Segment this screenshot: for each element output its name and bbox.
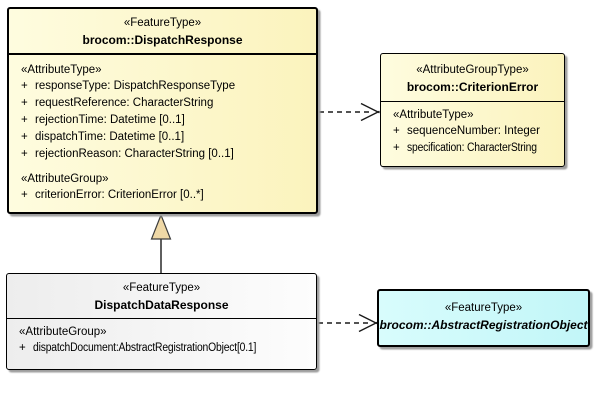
- section-heading: «AttributeType»: [393, 109, 474, 121]
- class-name: DispatchDataResponse: [94, 298, 229, 312]
- section-heading: «AttributeGroup»: [21, 173, 109, 185]
- class-header: «FeatureType» brocom::AbstractRegistrati…: [379, 291, 588, 334]
- attribute-text: sequenceNumber: Integer: [407, 125, 540, 137]
- class-header: «AttributeGroupType» brocom::CriterionEr…: [381, 54, 564, 102]
- stereotype-label: «FeatureType»: [123, 17, 202, 29]
- visibility-marker: +: [21, 114, 28, 126]
- attribute-text: dispatchTime: Datetime [0..1]: [35, 131, 185, 143]
- attribute-row: + criterionError: CriterionError [0..*]: [15, 187, 310, 204]
- attribute-text: dispatchDocument:AbstractRegistrationObj…: [33, 342, 257, 354]
- attribute-text: responseType: DispatchResponseType: [35, 80, 236, 92]
- class-abstract-registration-object[interactable]: «FeatureType» brocom::AbstractRegistrati…: [377, 289, 590, 347]
- class-name: brocom::CriterionError: [406, 80, 539, 94]
- visibility-marker: +: [21, 148, 28, 160]
- attributes-compartment: «AttributeGroup» + dispatchDocument:Abst…: [7, 319, 316, 357]
- attribute-row: + dispatchTime: Datetime [0..1]: [15, 129, 310, 146]
- attribute-row: + dispatchDocument:AbstractRegistrationO…: [13, 340, 310, 357]
- visibility-marker: +: [21, 97, 28, 109]
- class-name: brocom::AbstractRegistrationObject: [379, 318, 588, 332]
- section-heading: «AttributeType»: [21, 64, 102, 76]
- attribute-row: + requestReference: CharacterString: [15, 95, 310, 112]
- class-dispatch-response[interactable]: «FeatureType» brocom::DispatchResponse «…: [7, 7, 318, 214]
- visibility-marker: +: [19, 342, 26, 354]
- attribute-row: + responseType: DispatchResponseType: [15, 78, 310, 95]
- attribute-text: specification: CharacterString: [407, 142, 537, 154]
- class-criterion-error[interactable]: «AttributeGroupType» brocom::CriterionEr…: [380, 53, 565, 167]
- stereotype-label: «FeatureType»: [122, 282, 201, 294]
- visibility-marker: +: [21, 131, 28, 143]
- section-heading: «AttributeGroup»: [19, 326, 107, 338]
- class-header: «FeatureType» brocom::DispatchResponse: [9, 9, 316, 55]
- stereotype-label: «AttributeGroupType»: [416, 64, 529, 76]
- visibility-marker: +: [393, 142, 400, 154]
- visibility-marker: +: [21, 80, 28, 92]
- attribute-row: + sequenceNumber: Integer: [387, 123, 558, 140]
- attribute-text: requestReference: CharacterString: [35, 97, 214, 109]
- class-name: brocom::DispatchResponse: [82, 33, 243, 47]
- attribute-row: + rejectionTime: Datetime [0..1]: [15, 112, 310, 129]
- attribute-text: rejectionReason: CharacterString [0..1]: [35, 148, 234, 160]
- attribute-row: + rejectionReason: CharacterString [0..1…: [15, 146, 310, 163]
- generalization-connector[interactable]: [150, 213, 172, 273]
- attribute-text: rejectionTime: Datetime [0..1]: [35, 114, 185, 126]
- visibility-marker: +: [393, 125, 400, 137]
- dependency-arrow-criterion-error[interactable]: [319, 102, 380, 122]
- attribute-text: criterionError: CriterionError [0..*]: [35, 189, 204, 201]
- attributes-compartment: «AttributeType» + responseType: Dispatch…: [9, 55, 316, 204]
- attributes-compartment: «AttributeType» + sequenceNumber: Intege…: [381, 102, 564, 157]
- attribute-row: + specification: CharacterString: [387, 140, 558, 157]
- visibility-marker: +: [21, 189, 28, 201]
- dependency-arrow-abstract-registration-object[interactable]: [318, 313, 378, 333]
- stereotype-label: «FeatureType»: [444, 302, 523, 314]
- class-header: «FeatureType» DispatchDataResponse: [7, 274, 316, 319]
- class-dispatch-data-response[interactable]: «FeatureType» DispatchDataResponse «Attr…: [6, 273, 317, 370]
